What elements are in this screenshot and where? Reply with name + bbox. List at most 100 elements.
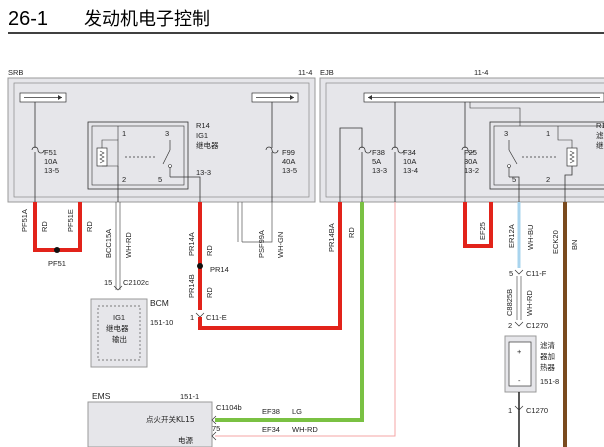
bcm-box-line2: 继电器: [106, 323, 129, 333]
heater-label-2: 器加: [540, 351, 555, 361]
wire-pr14b-code: PR14B: [187, 274, 196, 298]
fuse-f34-rating: 10A: [403, 157, 416, 166]
connector-c2102c-pin: 15: [104, 278, 112, 287]
connector-c1270a-pin: 2: [508, 321, 512, 330]
wire-er12a-color: WH-BU: [526, 225, 535, 250]
fuse-f34-id: F34: [403, 148, 416, 157]
fuse-f34-ref: 13-4: [403, 166, 418, 175]
heater-element: [508, 341, 532, 387]
bcm-ig1-box: [97, 305, 141, 361]
wire-eck20-color: BN: [570, 240, 579, 250]
srb-relay-pin5: 5: [158, 175, 162, 184]
bcm-box-line1: IG1: [113, 313, 125, 322]
ejb-relay-switch-icon: [507, 140, 518, 177]
ejb-relay-pin3: 3: [504, 129, 508, 138]
wire-c8825b-color: WH-RD: [525, 290, 534, 316]
heater-ref: 151-8: [540, 377, 559, 386]
ems-pin-power: 电源: [178, 435, 193, 445]
ems-name: EMS: [92, 391, 111, 401]
connector-c1270b-pin: 1: [508, 406, 512, 415]
fuse-f25-rating: 30A: [464, 157, 477, 166]
section-number: 26-1: [8, 8, 48, 30]
wire-bcc15a-code: BCC15A: [104, 229, 113, 258]
connector-ems-icon-1: [211, 415, 217, 425]
ejb-relay-coil-wire: [557, 126, 573, 148]
srb-relay-pin1: 1: [122, 129, 126, 138]
wire-pr14b-color: RD: [205, 287, 214, 298]
connector-c1270b: C1270: [526, 406, 548, 415]
fuse-f51-rating: 10A: [44, 157, 57, 166]
connector-c11f-icon: [514, 269, 524, 275]
wire-ef38-color: LG: [292, 407, 302, 416]
wire-pr14a-color: RD: [205, 245, 214, 256]
connector-c2102c: C2102c: [123, 278, 149, 287]
srb-relay-pin3: 3: [165, 129, 169, 138]
ems-pin-kl15: 点火开关KL15: [146, 414, 195, 424]
srb-relay-pin2: 2: [122, 175, 126, 184]
srb-inner-border: [13, 82, 310, 198]
srb-relay-name: IG1: [196, 131, 208, 140]
ejb-inner-border: [325, 82, 604, 198]
srb-busbar-right: [251, 92, 299, 103]
srb-relay-inner: [91, 125, 185, 186]
wire-psf99a-code: PSF99A: [257, 230, 266, 258]
connector-c11f-pin: 5: [509, 269, 513, 278]
wire-ef25-code: EF25: [478, 222, 487, 240]
ejb-relay-pin1: 1: [546, 129, 550, 138]
connector-c2102c-icon: [113, 285, 123, 291]
fuse-f38-id: F38: [372, 148, 385, 157]
ejb-relay-pin5-lead: [509, 176, 520, 202]
srb-relay-switch-icon: [162, 140, 172, 177]
page-title: 发动机电子控制: [84, 9, 210, 30]
wire-ef34-code: EF34: [262, 425, 280, 434]
ejb-relay-coil-wire-b: [564, 166, 573, 202]
wire-pf51e-code: PF51E: [66, 209, 75, 232]
srb-relay-id: R14: [196, 121, 210, 130]
srb-ref: 11-4: [298, 68, 312, 77]
ejb-relay-coil-icon: [566, 147, 578, 167]
wire-ef34-color: WH-RD: [292, 425, 318, 434]
connector-c1270a-icon: [514, 321, 524, 327]
connector-c1104b-pin: 75: [212, 424, 220, 433]
srb-relay-box: [87, 121, 189, 190]
splice-pr14-label: PR14: [210, 265, 229, 274]
wire-pf51a-code: PF51A: [20, 209, 29, 232]
wire-pr14a-code: PR14A: [187, 232, 196, 256]
ejb-relay-id: R1: [596, 121, 604, 130]
connector-c11e: C11-E: [206, 313, 227, 322]
ejb-relay-box: [489, 121, 604, 190]
connector-c11f: C11-F: [526, 269, 547, 278]
fuse-f51-ref: 13-5: [44, 166, 59, 175]
wire-c8825b-code: C8825B: [505, 289, 514, 316]
connector-c1104b: C1104b: [216, 403, 242, 412]
fuse-f38-ref: 13-3: [372, 166, 387, 175]
connector-c11e-pin: 1: [190, 313, 194, 322]
wire-er12a-code: ER12A: [507, 224, 516, 248]
wire-pr14b-to-pr14ba: [198, 202, 342, 330]
fuse-f34-icon: [391, 146, 405, 154]
bcm-name: BCM: [150, 298, 169, 308]
heater-minus: -: [518, 376, 521, 385]
wire-ef38-code: EF38: [262, 407, 280, 416]
wire-pr14ba-color: RD: [347, 227, 356, 238]
srb-relay-ref: 13-3: [196, 168, 211, 177]
wire-eck20-code: ECK20: [551, 230, 560, 254]
ejb-relay-pin2: 2: [546, 175, 550, 184]
fuse-f25-ref: 13-2: [464, 166, 479, 175]
wire-ef34: [215, 202, 396, 437]
wire-psf99a-color: WH-GN: [276, 232, 285, 258]
srb-name: SRB: [8, 68, 23, 77]
connector-c11e-icon: [195, 312, 205, 318]
fuse-f25-icon: [461, 146, 475, 154]
wire-ef25-loop: [463, 202, 493, 248]
ejb-relay-pin5: 5: [512, 175, 516, 184]
bcm-ref: 151-10: [150, 318, 173, 327]
bcm-module: [90, 298, 148, 368]
ejb-busbar: [363, 92, 604, 103]
ejb-bus-relay-feed: [469, 102, 521, 126]
ejb-relay-desc-2: 继: [596, 140, 604, 150]
bcm-box-line3: 输出: [112, 334, 127, 344]
srb-relay-pin5-lead: [170, 176, 201, 202]
splice-pf51-label: PF51: [48, 259, 66, 268]
